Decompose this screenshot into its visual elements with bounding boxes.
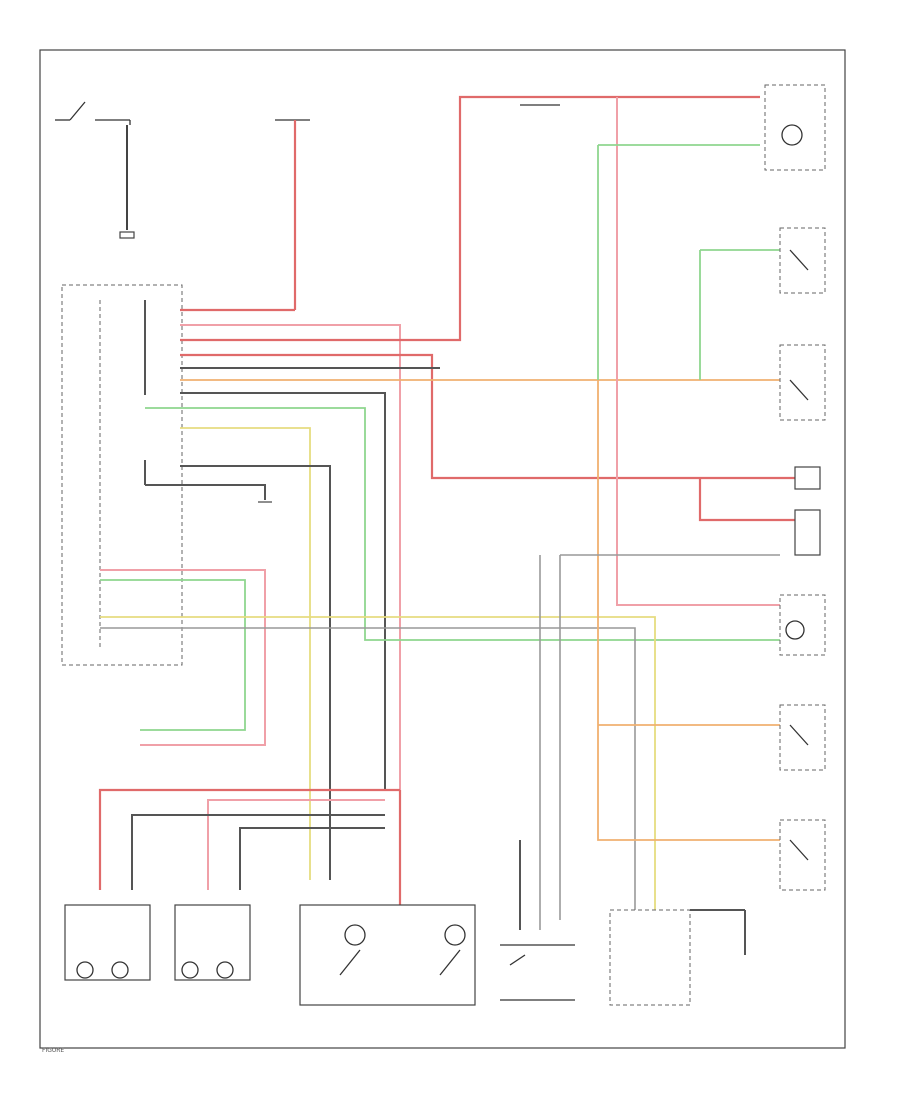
wire-green-left (100, 579, 246, 731)
wire-yellow-1 (180, 427, 311, 880)
wire-gray-lower (100, 627, 636, 910)
wire-red-top (180, 95, 560, 342)
wire-black-1 (180, 392, 386, 790)
control-module-outline (61, 284, 183, 666)
wire-pink-right (616, 97, 780, 606)
wire-black-2 (180, 465, 331, 880)
wire-pink-1 (180, 324, 401, 790)
wire-pink-lower (100, 569, 266, 746)
right-components (764, 84, 826, 891)
top-left-switch (55, 101, 135, 239)
wire-red-bottom (98, 788, 400, 890)
top-right-relay (505, 96, 560, 106)
wire-orange-right (597, 380, 780, 841)
top-center-fuse (275, 119, 310, 310)
wire-red-horn (180, 353, 795, 480)
wire-yellow-lower (100, 616, 656, 910)
bottom-components (64, 904, 746, 1006)
footer-code: FIGURE (42, 1047, 64, 1054)
diagram-border (39, 49, 846, 1049)
wire-green-lower (145, 407, 780, 641)
